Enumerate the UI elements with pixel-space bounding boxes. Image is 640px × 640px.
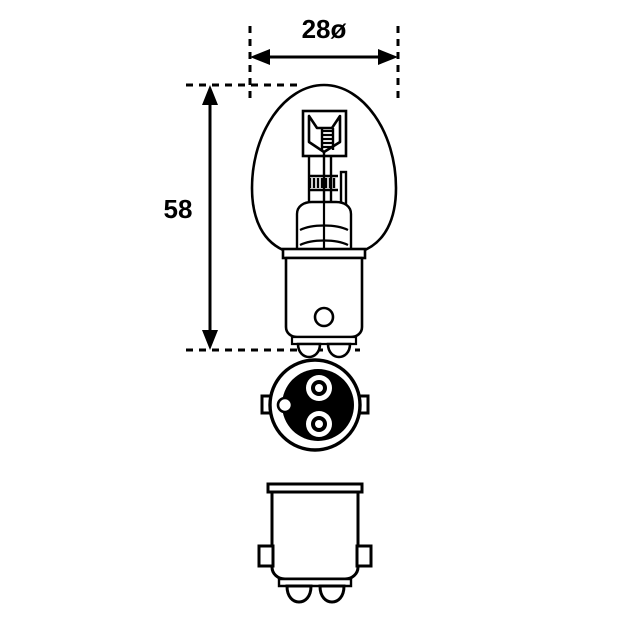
side-view-lug-right xyxy=(355,544,373,568)
bottom-view-insulator-disc xyxy=(282,369,354,441)
bayonet-cap xyxy=(281,247,367,359)
diameter-arrow-left xyxy=(250,49,270,65)
upper-filament-coil xyxy=(322,129,332,149)
bayonet-pin-hole xyxy=(313,306,335,328)
bottom-view-keying-pin xyxy=(276,396,294,414)
solder-contact-right xyxy=(326,342,352,359)
solder-contact-left xyxy=(296,342,322,359)
height-label: 58 xyxy=(164,194,193,224)
overall-height-dimension: 58 xyxy=(164,85,218,350)
filament-shield-upper xyxy=(301,109,348,158)
contact-lower-core xyxy=(315,420,323,428)
side-view-contact-left xyxy=(285,584,313,604)
diameter-dimension: 28ø xyxy=(250,14,398,65)
height-arrow-bottom xyxy=(202,330,218,350)
cap-top-flange xyxy=(281,247,367,260)
diameter-arrow-right xyxy=(378,49,398,65)
diameter-label: 28ø xyxy=(302,14,347,44)
cap-insulator-plate xyxy=(290,335,358,346)
side-view-insulator-plate xyxy=(277,577,353,588)
side-view-lug-left xyxy=(257,544,275,568)
side-view-contact-right xyxy=(318,584,346,604)
bottom-contact-view xyxy=(260,358,370,452)
bottom-view-contact-upper xyxy=(306,375,332,401)
cap-side-view xyxy=(257,482,373,604)
side-view-cap-body xyxy=(270,490,360,581)
contact-upper-core xyxy=(315,384,323,392)
lower-filament-coil xyxy=(308,178,336,188)
front-elevation-view xyxy=(250,83,398,359)
bottom-view-contact-lower xyxy=(306,411,332,437)
filament-lower xyxy=(308,174,338,192)
height-arrow-top xyxy=(202,85,218,105)
